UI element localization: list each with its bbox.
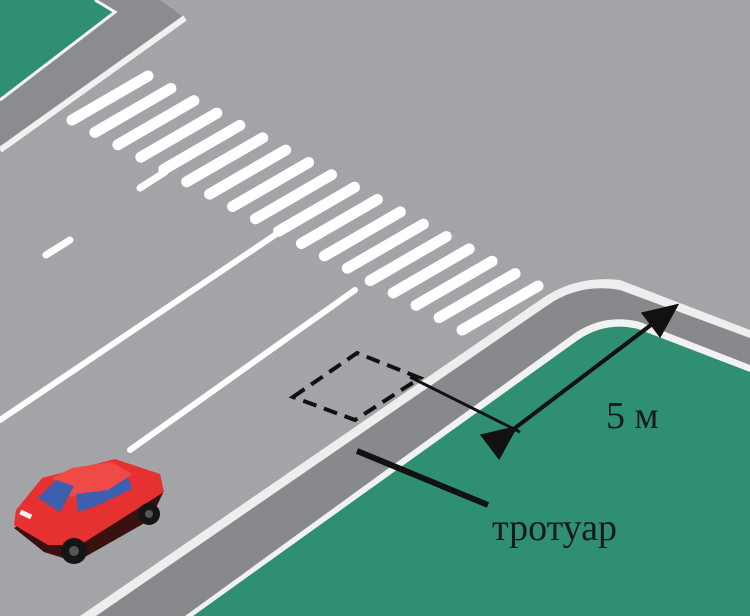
lane-markings xyxy=(0,168,358,453)
annotations xyxy=(355,303,680,508)
zebra-stripe xyxy=(364,231,452,287)
zebra-stripe xyxy=(318,206,406,262)
distance-label: 5 м xyxy=(606,395,659,437)
zebra-stripe xyxy=(112,95,200,151)
bottom-right-corner xyxy=(80,279,750,616)
zebra-stripe xyxy=(295,194,383,249)
lane-line-middle xyxy=(0,232,278,423)
top-left-edge-line xyxy=(0,15,187,153)
zebra-stripe xyxy=(273,181,360,237)
zebra-stripe xyxy=(204,144,292,200)
car-headlight xyxy=(19,509,33,520)
lane-line-right xyxy=(127,287,358,453)
zebra-stripe xyxy=(433,268,521,324)
zebra-stripe xyxy=(89,82,177,138)
car-windshield xyxy=(38,480,74,512)
pedestrian-crossing xyxy=(66,70,544,336)
zebra-stripe xyxy=(227,157,315,212)
dashed-rectangle-icon xyxy=(288,350,425,423)
top-left-grass-edge xyxy=(0,0,118,102)
lane-dash-upper xyxy=(136,168,169,192)
top-left-grass xyxy=(0,0,115,100)
car-side-window xyxy=(76,477,132,512)
zebra-stripe xyxy=(158,119,246,175)
car-front-hub xyxy=(69,546,79,556)
zebra-stripe xyxy=(135,107,223,163)
car-rear-hub xyxy=(145,510,153,518)
zebra-stripe xyxy=(66,70,154,126)
zebra-stripe xyxy=(410,255,498,311)
sidewalk-leader-line xyxy=(355,448,490,508)
sidewalk-label: тротуар xyxy=(492,507,617,549)
zebra-stripe xyxy=(341,218,429,274)
top-left-corner xyxy=(0,0,187,153)
car-icon xyxy=(14,459,164,564)
zebra-stripe xyxy=(387,243,475,299)
distance-arrow xyxy=(479,303,680,461)
lane-dash-lower xyxy=(42,236,74,259)
zebra-stripe xyxy=(181,132,269,188)
zebra-stripe xyxy=(250,169,337,225)
